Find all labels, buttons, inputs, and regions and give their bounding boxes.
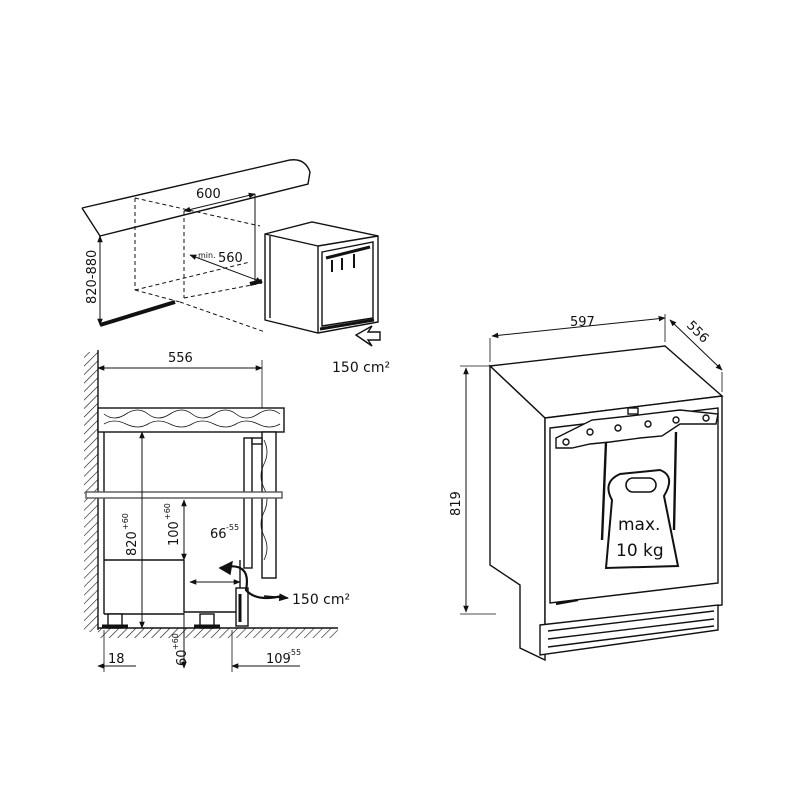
worktop	[97, 407, 285, 433]
svg-text:60: 60	[175, 649, 190, 666]
side-depth-label: 556	[168, 351, 193, 366]
appliance-depth-label: 556	[683, 318, 711, 346]
svg-text:820: 820	[125, 531, 140, 556]
side-foot-dim: 60 +60	[171, 633, 190, 666]
side-section-view	[84, 350, 338, 672]
appliance-view	[460, 314, 724, 662]
svg-text:-55: -55	[288, 648, 301, 657]
side-height-dim: 820 +60	[121, 513, 140, 556]
svg-text:+60: +60	[163, 503, 172, 520]
svg-text:109: 109	[266, 652, 291, 667]
side-airflow-arrow	[219, 565, 283, 600]
svg-text:-55: -55	[226, 523, 239, 532]
weight-line-2: 10 kg	[616, 541, 664, 561]
side-wall-gap-label: 18	[108, 652, 125, 667]
side-front-dim: 109 -55	[266, 648, 301, 667]
floor	[98, 628, 338, 638]
iso-vent-arrow	[354, 325, 381, 347]
side-vent-gap-dim: 66 -55	[210, 523, 239, 542]
appliance-width-label: 597	[570, 315, 595, 330]
iso-min-prefix: min.	[198, 251, 216, 260]
iso-countertop	[81, 159, 311, 241]
svg-text:66: 66	[210, 527, 227, 542]
weight-icon	[604, 468, 680, 570]
appliance-height-label: 819	[449, 491, 464, 516]
iso-min-depth-label: 560	[218, 251, 243, 266]
iso-appliance-box	[264, 221, 379, 334]
svg-text:+60: +60	[171, 633, 180, 650]
side-vent-area-label: 150 cm²	[292, 592, 350, 608]
side-plinth-dim: 100 +60	[163, 503, 182, 546]
svg-text:+60: +60	[121, 513, 130, 530]
iso-vent-area-label: 150 cm²	[332, 360, 390, 376]
weight-line-1: max.	[618, 515, 660, 535]
svg-text:100: 100	[167, 521, 182, 546]
iso-floor-edge	[99, 300, 176, 327]
iso-width-label: 600	[196, 187, 221, 202]
iso-height-range-label: 820-880	[85, 250, 100, 304]
mounting-bracket	[555, 409, 719, 449]
iso-installation-view	[81, 159, 381, 347]
